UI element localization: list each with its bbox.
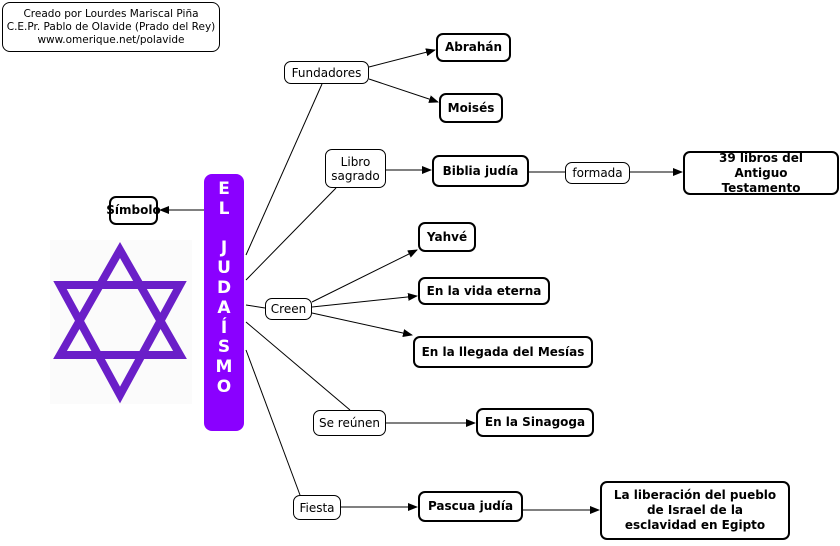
link-creen-vida xyxy=(311,292,418,308)
credit-line: C.E.Pr. Pablo de Olavide (Prado del Rey) xyxy=(6,20,216,33)
main-letter: E xyxy=(218,179,230,199)
phrase-se-reunen[interactable]: Se reúnen xyxy=(313,410,386,436)
main-concept-el-judaismo[interactable]: E L J U D A Í S M O xyxy=(204,174,244,431)
main-letter: U xyxy=(217,258,231,279)
main-letter: M xyxy=(215,357,233,378)
link-creen-mesias xyxy=(311,312,413,337)
link-main-libro xyxy=(245,187,337,281)
link-creen-yahve xyxy=(311,249,418,303)
credit-box: Creado por Lourdes Mariscal Piña C.E.Pr.… xyxy=(2,2,220,52)
concept-moises[interactable]: Moisés xyxy=(439,93,503,123)
main-letter: A xyxy=(217,297,231,318)
concept-vida-eterna[interactable]: En la vida eterna xyxy=(418,277,550,305)
link-fundadores-moises xyxy=(368,78,439,103)
phrase-libro-sagrado[interactable]: Libro sagrado xyxy=(325,149,386,188)
phrase-creen[interactable]: Creen xyxy=(265,298,312,320)
concept-abrahan[interactable]: Abrahán xyxy=(436,33,511,62)
concept-39-libros[interactable]: 39 libros del Antiguo Testamento xyxy=(683,151,839,195)
phrase-fundadores[interactable]: Fundadores xyxy=(284,61,369,84)
credit-line: www.omerique.net/polavide xyxy=(37,33,185,46)
phrase-fiesta[interactable]: Fiesta xyxy=(293,495,341,520)
phrase-formada[interactable]: formada xyxy=(565,162,630,184)
link-main-fiesta xyxy=(245,349,301,496)
main-letter: J xyxy=(220,238,228,259)
link-fundadores-abrahan xyxy=(368,48,436,68)
concept-simbolo[interactable]: Símbolo xyxy=(106,196,161,225)
link-main-fundadores xyxy=(245,83,323,256)
credit-line: Creado por Lourdes Mariscal Piña xyxy=(23,7,199,20)
concept-llegada-mesias[interactable]: En la llegada del Mesías xyxy=(413,336,593,368)
main-letter: D xyxy=(216,277,232,298)
main-letter: L xyxy=(218,198,230,219)
main-letter: O xyxy=(216,376,232,397)
concept-biblia-judia[interactable]: Biblia judía xyxy=(432,155,529,187)
link-main-creen xyxy=(245,304,266,309)
star-background xyxy=(50,240,192,404)
concept-pascua-judia[interactable]: Pascua judía xyxy=(418,491,523,522)
concept-yahve[interactable]: Yahvé xyxy=(418,222,476,252)
main-letter: Í xyxy=(220,317,228,338)
link-main-reunen xyxy=(245,321,351,411)
concept-sinagoga[interactable]: En la Sinagoga xyxy=(476,408,594,437)
main-letter: S xyxy=(217,337,231,358)
concept-liberacion[interactable]: La liberación del pueblo de Israel de la… xyxy=(600,481,790,540)
